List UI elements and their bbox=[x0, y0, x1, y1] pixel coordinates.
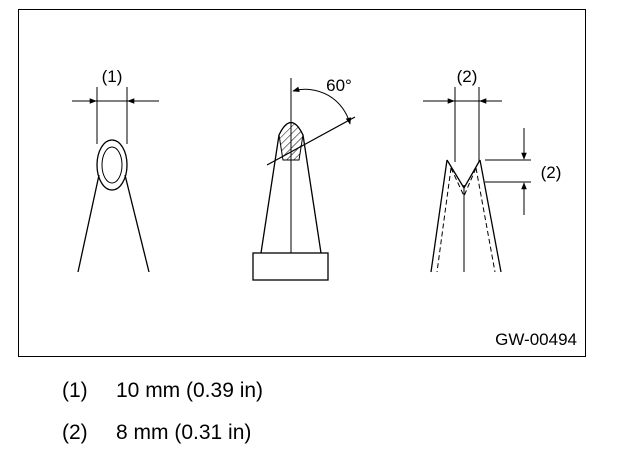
angle-label: 60° bbox=[326, 76, 352, 95]
diagram-canvas: (1) 60° bbox=[72, 67, 562, 281]
middle-tool bbox=[252, 78, 356, 281]
legend-number: (1) bbox=[62, 379, 88, 402]
legend-number: (2) bbox=[62, 421, 88, 444]
callout-1: (1) bbox=[102, 67, 123, 86]
right-tool bbox=[423, 87, 531, 273]
legend-item-1: (1) 10 mm (0.39 in) bbox=[62, 379, 263, 403]
figure-code: GW-00494 bbox=[495, 330, 577, 349]
figure-frame: (1) 60° bbox=[18, 9, 586, 357]
left-tool bbox=[72, 87, 159, 273]
callout-2-top: (2) bbox=[457, 67, 478, 86]
legend-item-2: (2) 8 mm (0.31 in) bbox=[62, 421, 251, 445]
legend-text: 10 mm (0.39 in) bbox=[116, 379, 264, 402]
callout-2-side: (2) bbox=[541, 163, 562, 182]
legend-text: 8 mm (0.31 in) bbox=[116, 421, 252, 444]
